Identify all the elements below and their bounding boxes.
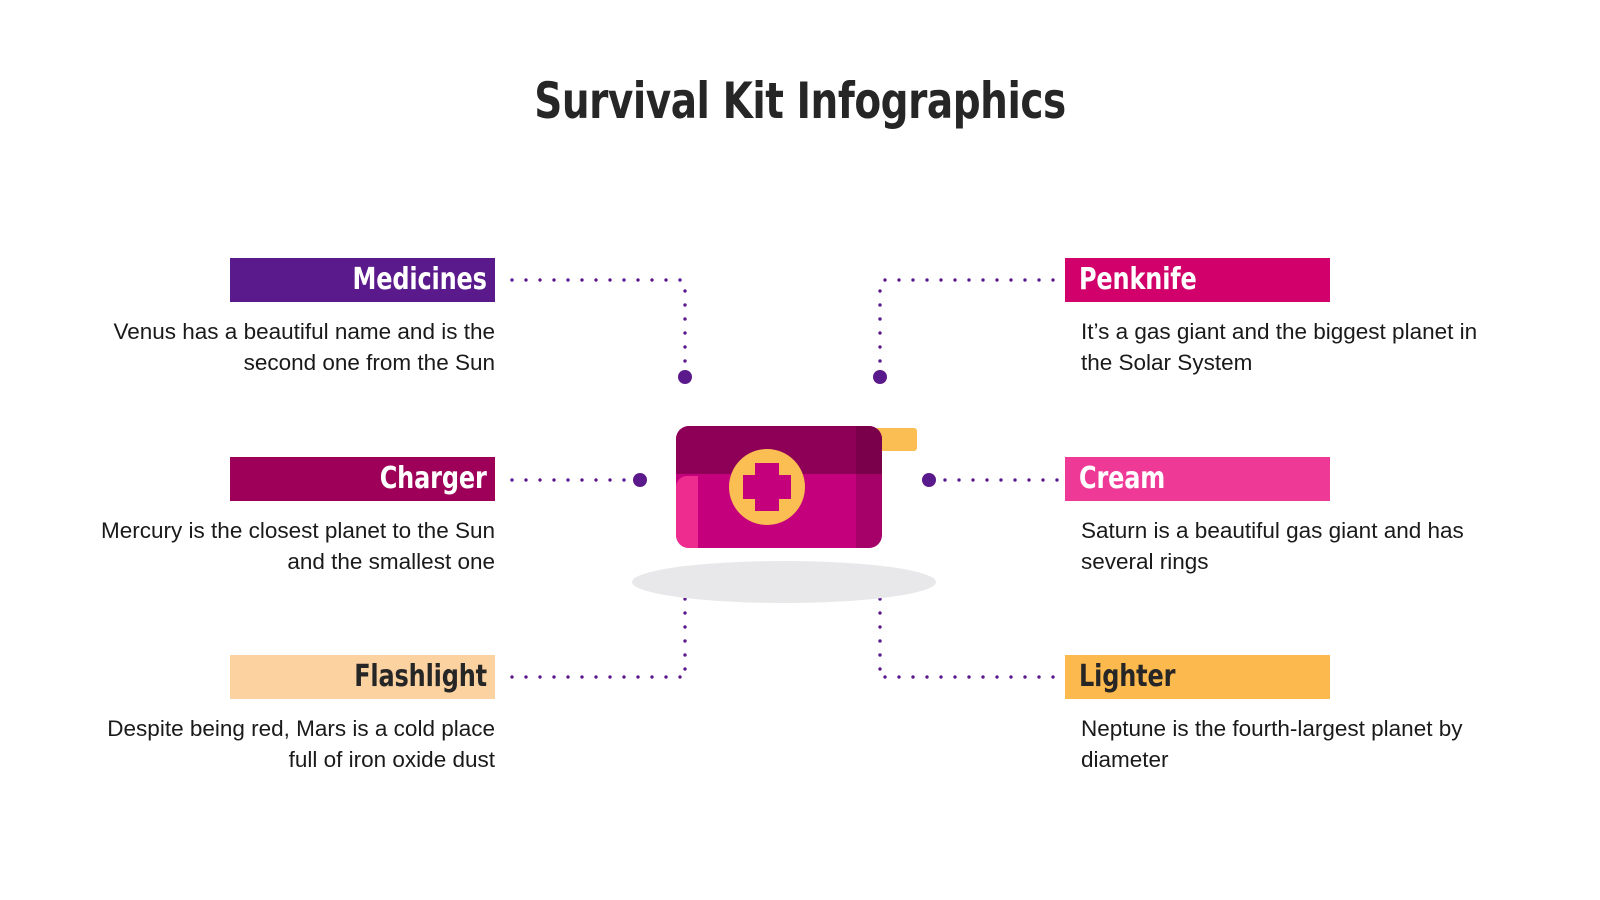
description-medicines: Venus has a beautiful name and is the se…	[113, 319, 495, 375]
connector-lighter-vertical	[878, 592, 882, 677]
kit-right-shade	[856, 426, 882, 548]
connector-medicines-horizontal	[505, 278, 687, 282]
label-bar-cream[interactable]: Cream	[1065, 457, 1330, 501]
description-lighter: Neptune is the fourth-largest planet by …	[1081, 716, 1463, 772]
label-bar-flashlight[interactable]: Flashlight	[230, 655, 495, 699]
first-aid-kit-shadow	[632, 561, 936, 603]
connector-cream-horizontal	[938, 478, 1062, 482]
connector-node-medicines	[678, 370, 692, 384]
label-text-charger: Charger	[380, 461, 487, 496]
connector-flashlight-vertical	[683, 592, 687, 677]
description-flashlight: Despite being red, Mars is a cold place …	[107, 716, 495, 772]
connector-medicines-vertical	[683, 284, 687, 370]
description-charger: Mercury is the closest planet to the Sun…	[101, 518, 495, 574]
label-text-cream: Cream	[1079, 461, 1166, 496]
connector-flashlight-horizontal	[505, 675, 687, 679]
description-penknife: It’s a gas giant and the biggest planet …	[1081, 319, 1478, 375]
kit-left-highlight	[676, 476, 698, 548]
connector-lighter-horizontal	[878, 675, 1062, 679]
connector-penknife-vertical	[878, 284, 882, 370]
label-bar-medicines[interactable]: Medicines	[230, 258, 495, 302]
page-title: Survival Kit Infographics	[534, 72, 1066, 130]
label-text-penknife: Penknife	[1079, 262, 1197, 297]
label-bar-lighter[interactable]: Lighter	[1065, 655, 1330, 699]
connector-penknife-horizontal	[878, 278, 1061, 282]
label-bar-charger[interactable]: Charger	[230, 457, 495, 501]
label-text-flashlight: Flashlight	[354, 659, 487, 694]
connector-charger-horizontal	[505, 478, 637, 482]
label-bar-penknife[interactable]: Penknife	[1065, 258, 1330, 302]
label-text-medicines: Medicines	[352, 262, 487, 297]
medical-cross-horizontal	[743, 475, 791, 499]
label-text-lighter: Lighter	[1079, 659, 1176, 694]
connector-node-charger	[633, 473, 647, 487]
description-cream: Saturn is a beautiful gas giant and has …	[1081, 518, 1464, 574]
connector-node-cream	[922, 473, 936, 487]
first-aid-kit-icon	[676, 426, 882, 548]
connector-node-penknife	[873, 370, 887, 384]
